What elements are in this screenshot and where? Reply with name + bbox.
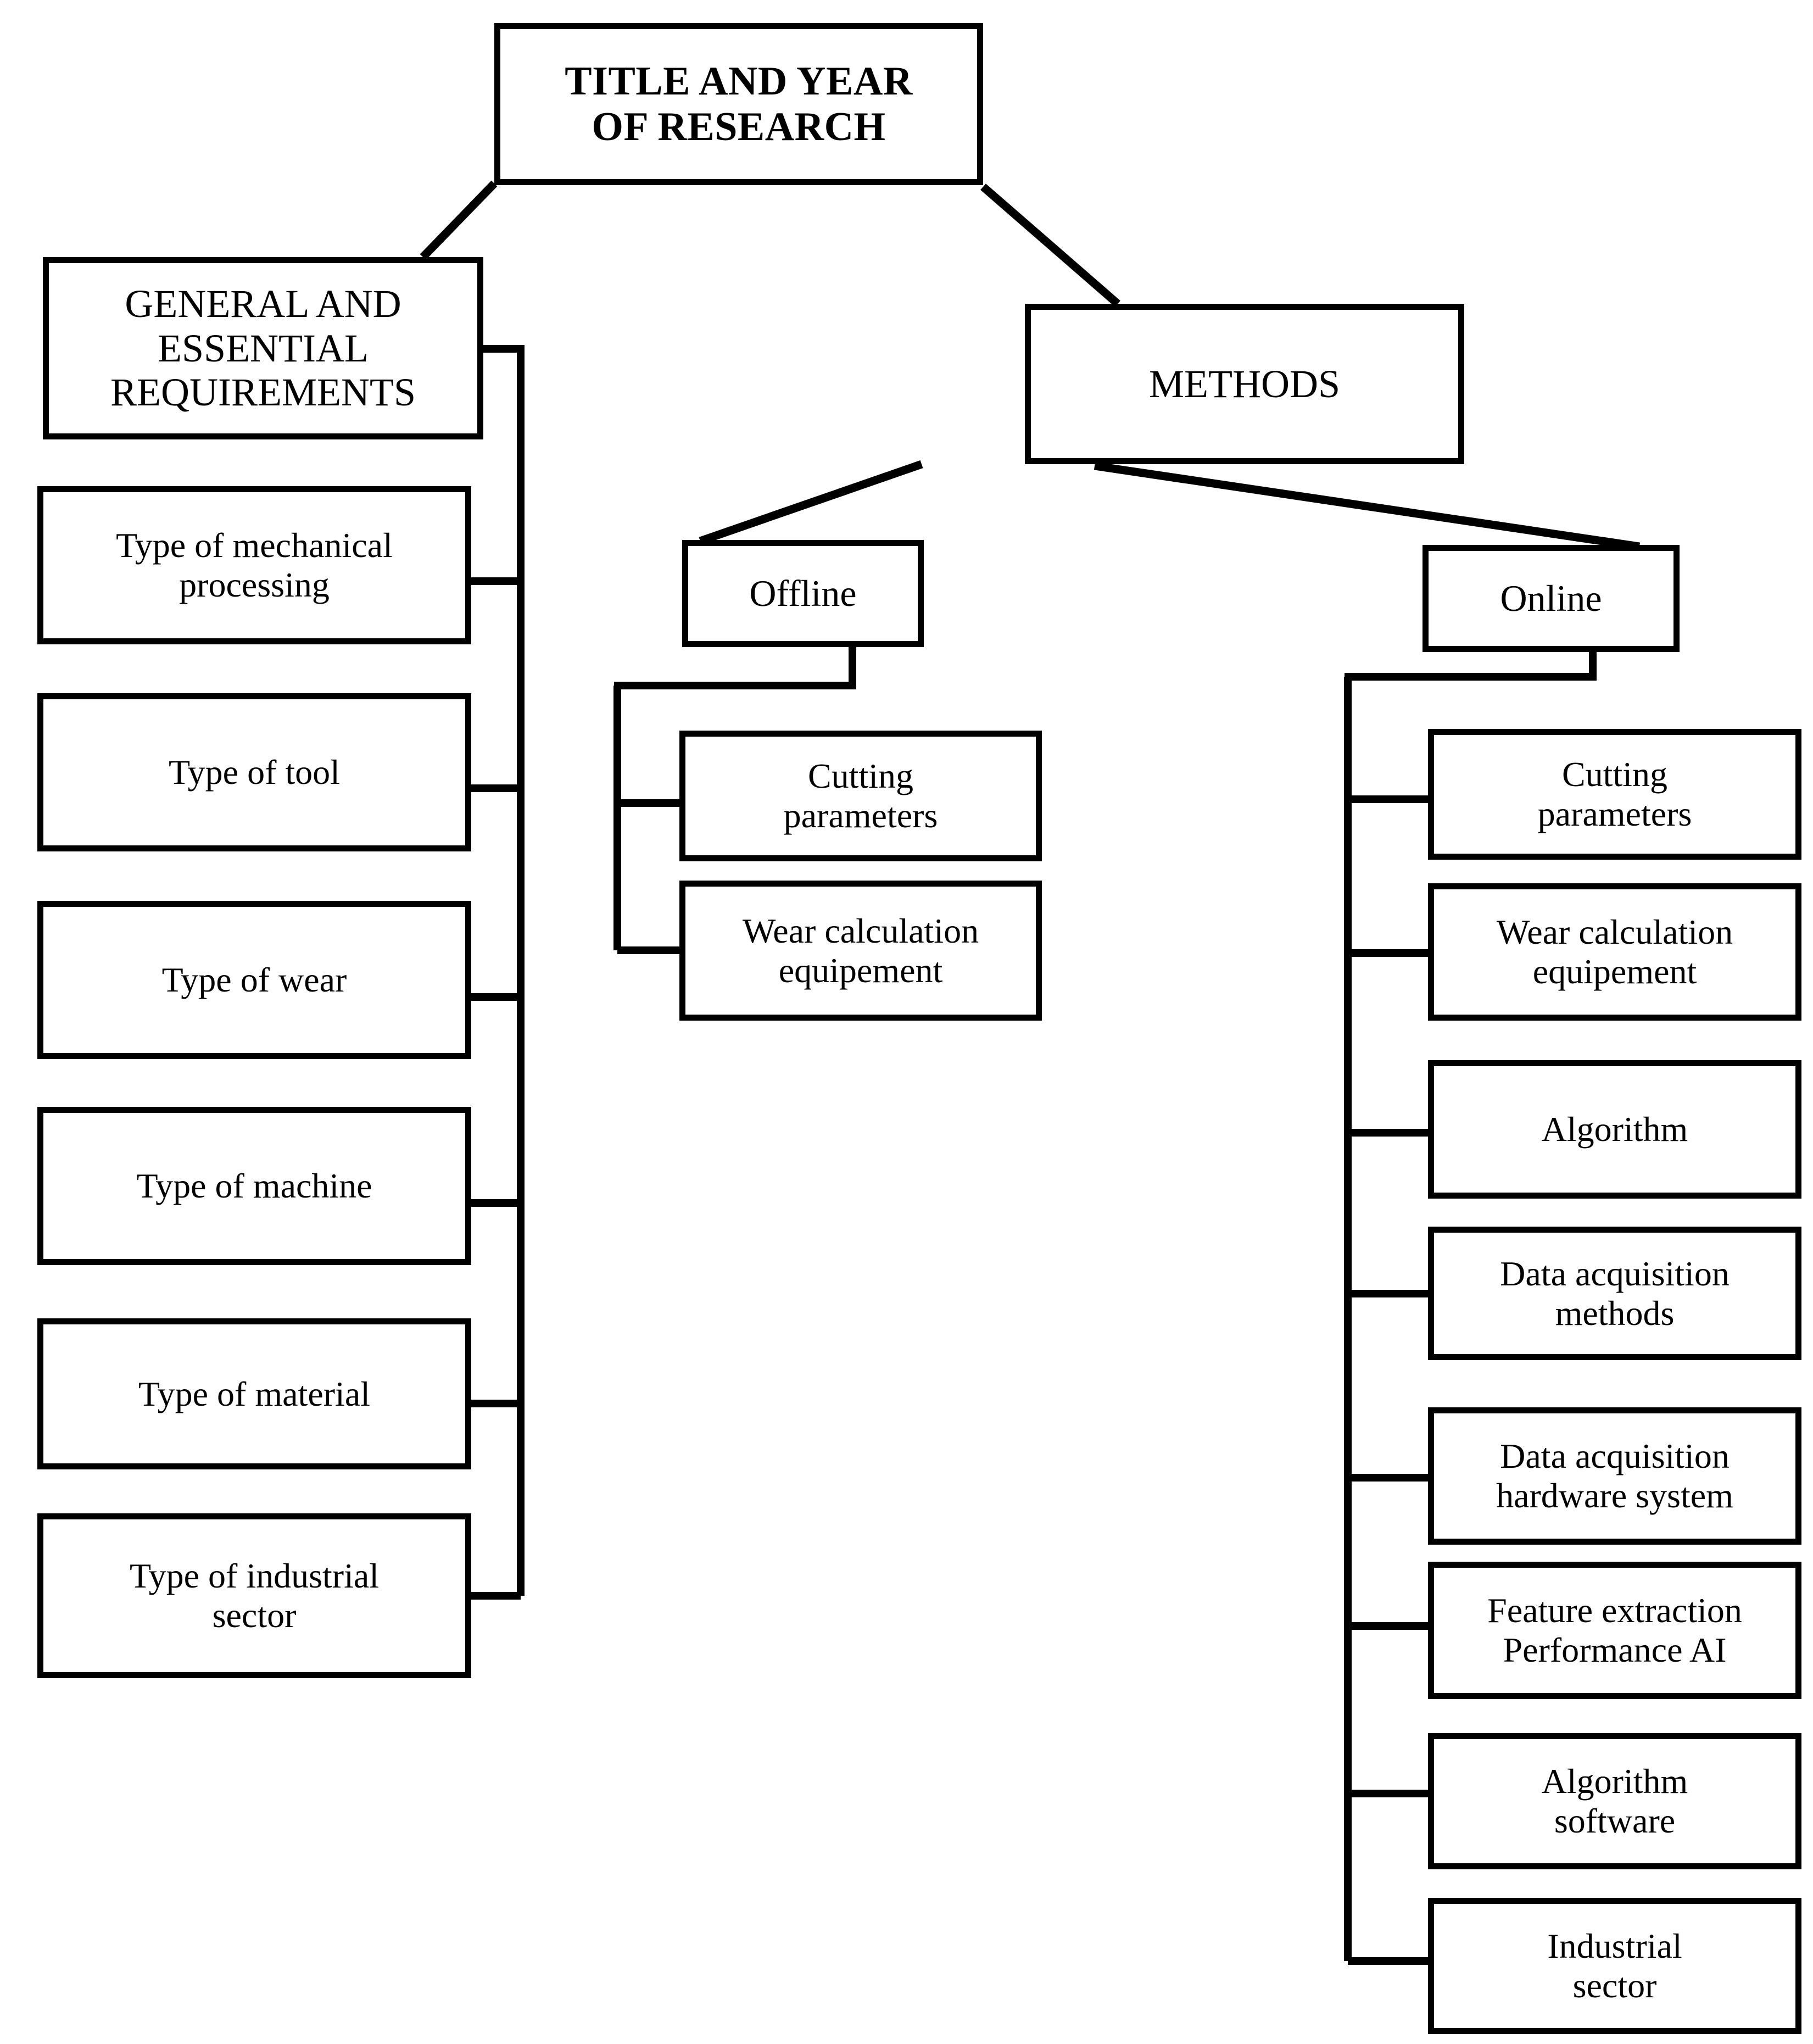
node-offline-wear-calculation-equipement[interactable]: Wear calculation equipement [679,881,1042,1021]
node-label: Wear calculation equipement [742,911,979,990]
node-label: Offline [749,572,857,615]
node-online-cutting-parameters[interactable]: Cutting parameters [1428,729,1801,860]
node-label: Type of mechanical processing [116,526,393,604]
node-online-data-acquisition-methods[interactable]: Data acquisition methods [1428,1227,1801,1360]
edge-methods-offline [699,460,923,545]
edge-offline-drop [614,647,856,689]
node-label: Online [1500,577,1602,620]
node-label: Feature extraction Performance AI [1487,1591,1742,1669]
node-online-algorithm[interactable]: Algorithm [1428,1060,1801,1199]
node-type-of-tool[interactable]: Type of tool [37,693,471,851]
node-label: Algorithm [1541,1110,1688,1149]
node-label: Wear calculation equipement [1496,912,1733,991]
node-type-of-machine[interactable]: Type of machine [37,1107,471,1265]
node-online[interactable]: Online [1422,545,1680,652]
node-label: Cutting parameters [1537,755,1692,833]
node-label: METHODS [1148,361,1340,406]
node-type-of-wear[interactable]: Type of wear [37,901,471,1059]
node-online-wear-calculation-equipement[interactable]: Wear calculation equipement [1428,883,1801,1021]
node-label: Type of material [138,1374,370,1413]
node-label: Cutting parameters [783,756,938,835]
node-label: Type of tool [169,753,340,792]
node-offline[interactable]: Offline [682,540,924,647]
edge-online-drop [1345,649,1597,681]
node-label: Type of industrial sector [129,1556,380,1635]
node-label: Type of machine [136,1166,372,1206]
node-online-feature-extraction-performance-ai[interactable]: Feature extraction Performance AI [1428,1562,1801,1699]
node-label: Data acquisition methods [1500,1254,1730,1333]
node-label: Type of wear [161,960,347,1000]
node-label: TITLE AND YEAR OF RESEARCH [565,58,913,149]
node-general-essential-requirements[interactable]: GENERAL AND ESSENTIAL REQUIREMENTS [43,257,483,439]
node-label: GENERAL AND ESSENTIAL REQUIREMENTS [110,282,416,415]
node-type-of-material[interactable]: Type of material [37,1318,471,1469]
edge-root-methods [980,183,1120,307]
node-label: Data acquisition hardware system [1496,1436,1733,1515]
edge-root-general [420,180,498,260]
node-type-of-industrial-sector[interactable]: Type of industrial sector [37,1513,471,1678]
node-type-of-mechanical-processing[interactable]: Type of mechanical processing [37,486,471,644]
node-label: Algorithm software [1541,1762,1688,1840]
node-title-and-year[interactable]: TITLE AND YEAR OF RESEARCH [494,23,983,185]
node-online-data-acquisition-hardware-system[interactable]: Data acquisition hardware system [1428,1407,1801,1545]
node-offline-cutting-parameters[interactable]: Cutting parameters [679,731,1042,861]
node-online-algorithm-software[interactable]: Algorithm software [1428,1733,1801,1869]
node-online-industrial-sector[interactable]: Industrial sector [1428,1898,1801,2034]
node-label: Industrial sector [1547,1926,1682,2005]
node-methods[interactable]: METHODS [1025,304,1464,464]
edge-methods-online [1094,461,1641,551]
